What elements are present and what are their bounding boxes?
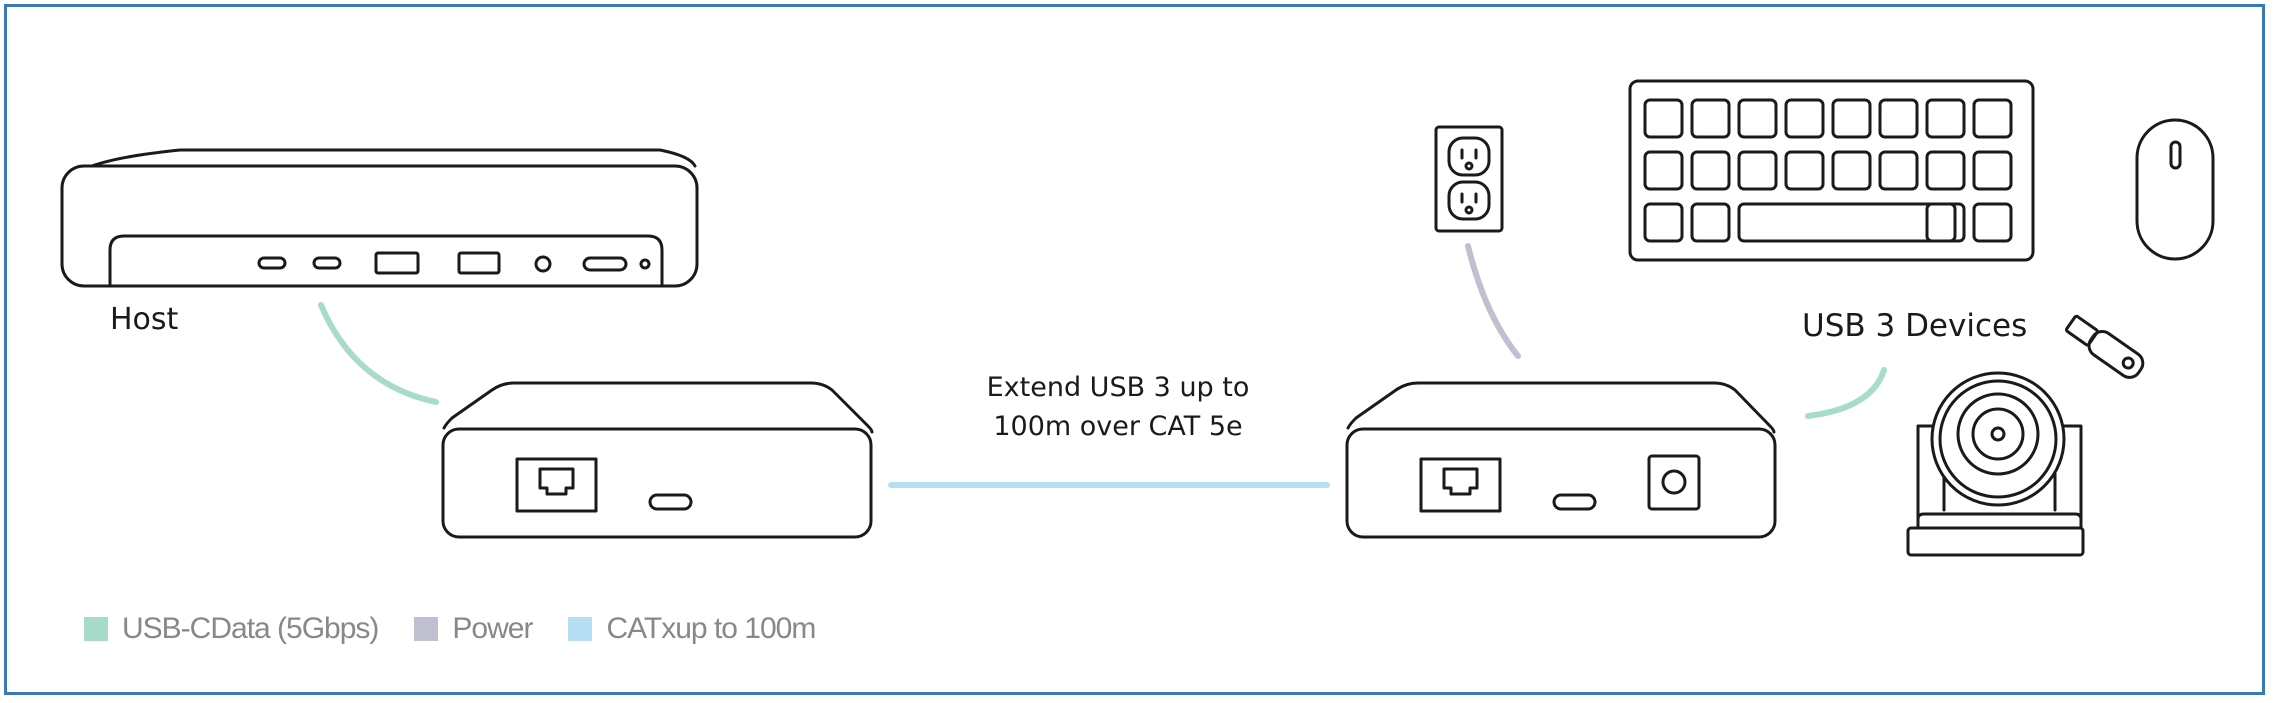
legend-swatch-power: [414, 617, 439, 641]
keyboard-key: [1737, 202, 1957, 243]
legend: USB-CData (5Gbps) Power CATxup to 100m: [84, 612, 851, 646]
keyboard-key: [1690, 98, 1731, 139]
usb-stick-icon: [2064, 314, 2145, 379]
keyboard-key: [1737, 150, 1778, 191]
rj45-port-icon: [1419, 457, 1502, 513]
keyboard-key: [1831, 98, 1872, 139]
legend-swatch-usb: [84, 617, 108, 641]
keyboard-key: [1784, 98, 1825, 139]
host-dock-icon: [60, 148, 699, 288]
host-label: Host: [110, 302, 179, 337]
extend-label: Extend USB 3 up to 100m over CAT 5e: [968, 368, 1268, 446]
keyboard-icon: [1628, 79, 2035, 262]
keyboard-key: [1831, 150, 1872, 191]
keyboard-key: [1643, 98, 1684, 139]
usb-devices-label: USB 3 Devices: [1802, 308, 2028, 344]
legend-label-usb: USB-CData (5Gbps): [122, 612, 379, 645]
keyboard-key: [1878, 98, 1919, 139]
keyboard-key: [1690, 202, 1731, 243]
extend-label-line2: 100m over CAT 5e: [993, 411, 1243, 442]
rj45-port-icon: [515, 457, 598, 513]
legend-item-usb: USB-CData (5Gbps): [84, 612, 379, 646]
keyboard-key: [1925, 150, 1966, 191]
keyboard-key: [1784, 150, 1825, 191]
legend-label-cat: CATxup to 100m: [606, 612, 816, 645]
usb-c-cable-host: [318, 302, 439, 405]
keyboard-key: [1925, 202, 1966, 243]
legend-swatch-cat: [568, 617, 593, 641]
usb-c-cable-devices-line: [1805, 367, 1887, 419]
legend-label-power: Power: [452, 612, 533, 645]
power-cable: [1465, 243, 1521, 359]
legend-item-power: Power: [414, 612, 533, 646]
keyboard-key: [1643, 202, 1684, 243]
keyboard-key: [1878, 150, 1919, 191]
keyboard-key: [1925, 98, 1966, 139]
diagram-frame: [4, 4, 2265, 695]
local-extender-icon: [441, 381, 874, 539]
keyboard-key: [1972, 150, 2013, 191]
ptz-camera-icon: [1906, 371, 2085, 557]
wall-outlet-icon: [1434, 125, 1504, 233]
usb-c-cable-devices: [1740, 408, 1808, 412]
mouse-icon: [2135, 118, 2215, 261]
usb-c-port-icon: [648, 493, 693, 511]
dc-power-port-icon: [1647, 454, 1701, 511]
remote-extender-icon: [1345, 381, 1777, 539]
keyboard-key: [1690, 150, 1731, 191]
usb-c-port-icon: [1552, 493, 1597, 511]
keyboard-key: [1737, 98, 1778, 139]
legend-item-cat: CATxup to 100m: [568, 612, 816, 646]
extend-label-line1: Extend USB 3 up to: [986, 372, 1250, 403]
keyboard-key: [1972, 98, 2013, 139]
keyboard-key: [1972, 202, 2013, 243]
keyboard-key: [1643, 150, 1684, 191]
